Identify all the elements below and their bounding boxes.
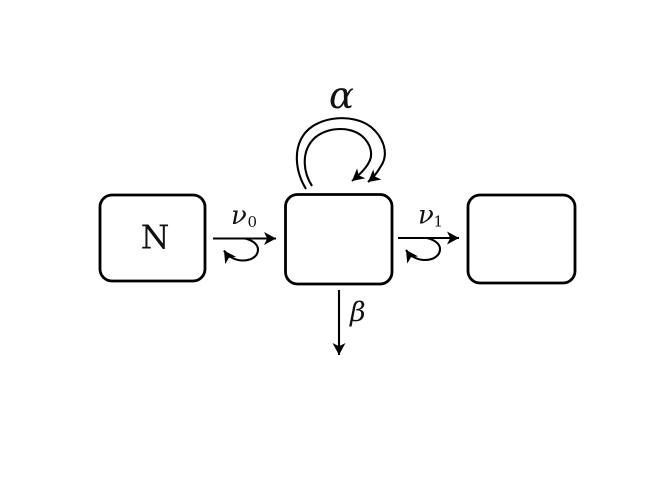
left-box [98, 193, 207, 283]
nu1-label-subscript: 1 [434, 213, 444, 231]
nu1-return-hook-arrow [405, 236, 442, 264]
nu0-label: ν [231, 201, 247, 231]
nu0-return-hook-arrow [223, 237, 260, 265]
beta-label: β [349, 297, 366, 328]
alpha-self-loop-outer-arrow [295, 117, 386, 190]
alpha-label: α [329, 74, 354, 117]
middle-box [284, 193, 394, 286]
nu1-label: ν [418, 201, 434, 231]
left-box-label: N [141, 218, 170, 257]
nu0-label-subscript: 0 [248, 213, 258, 231]
right-box [466, 193, 577, 285]
alpha-self-loop-inner-arrow [303, 128, 373, 187]
